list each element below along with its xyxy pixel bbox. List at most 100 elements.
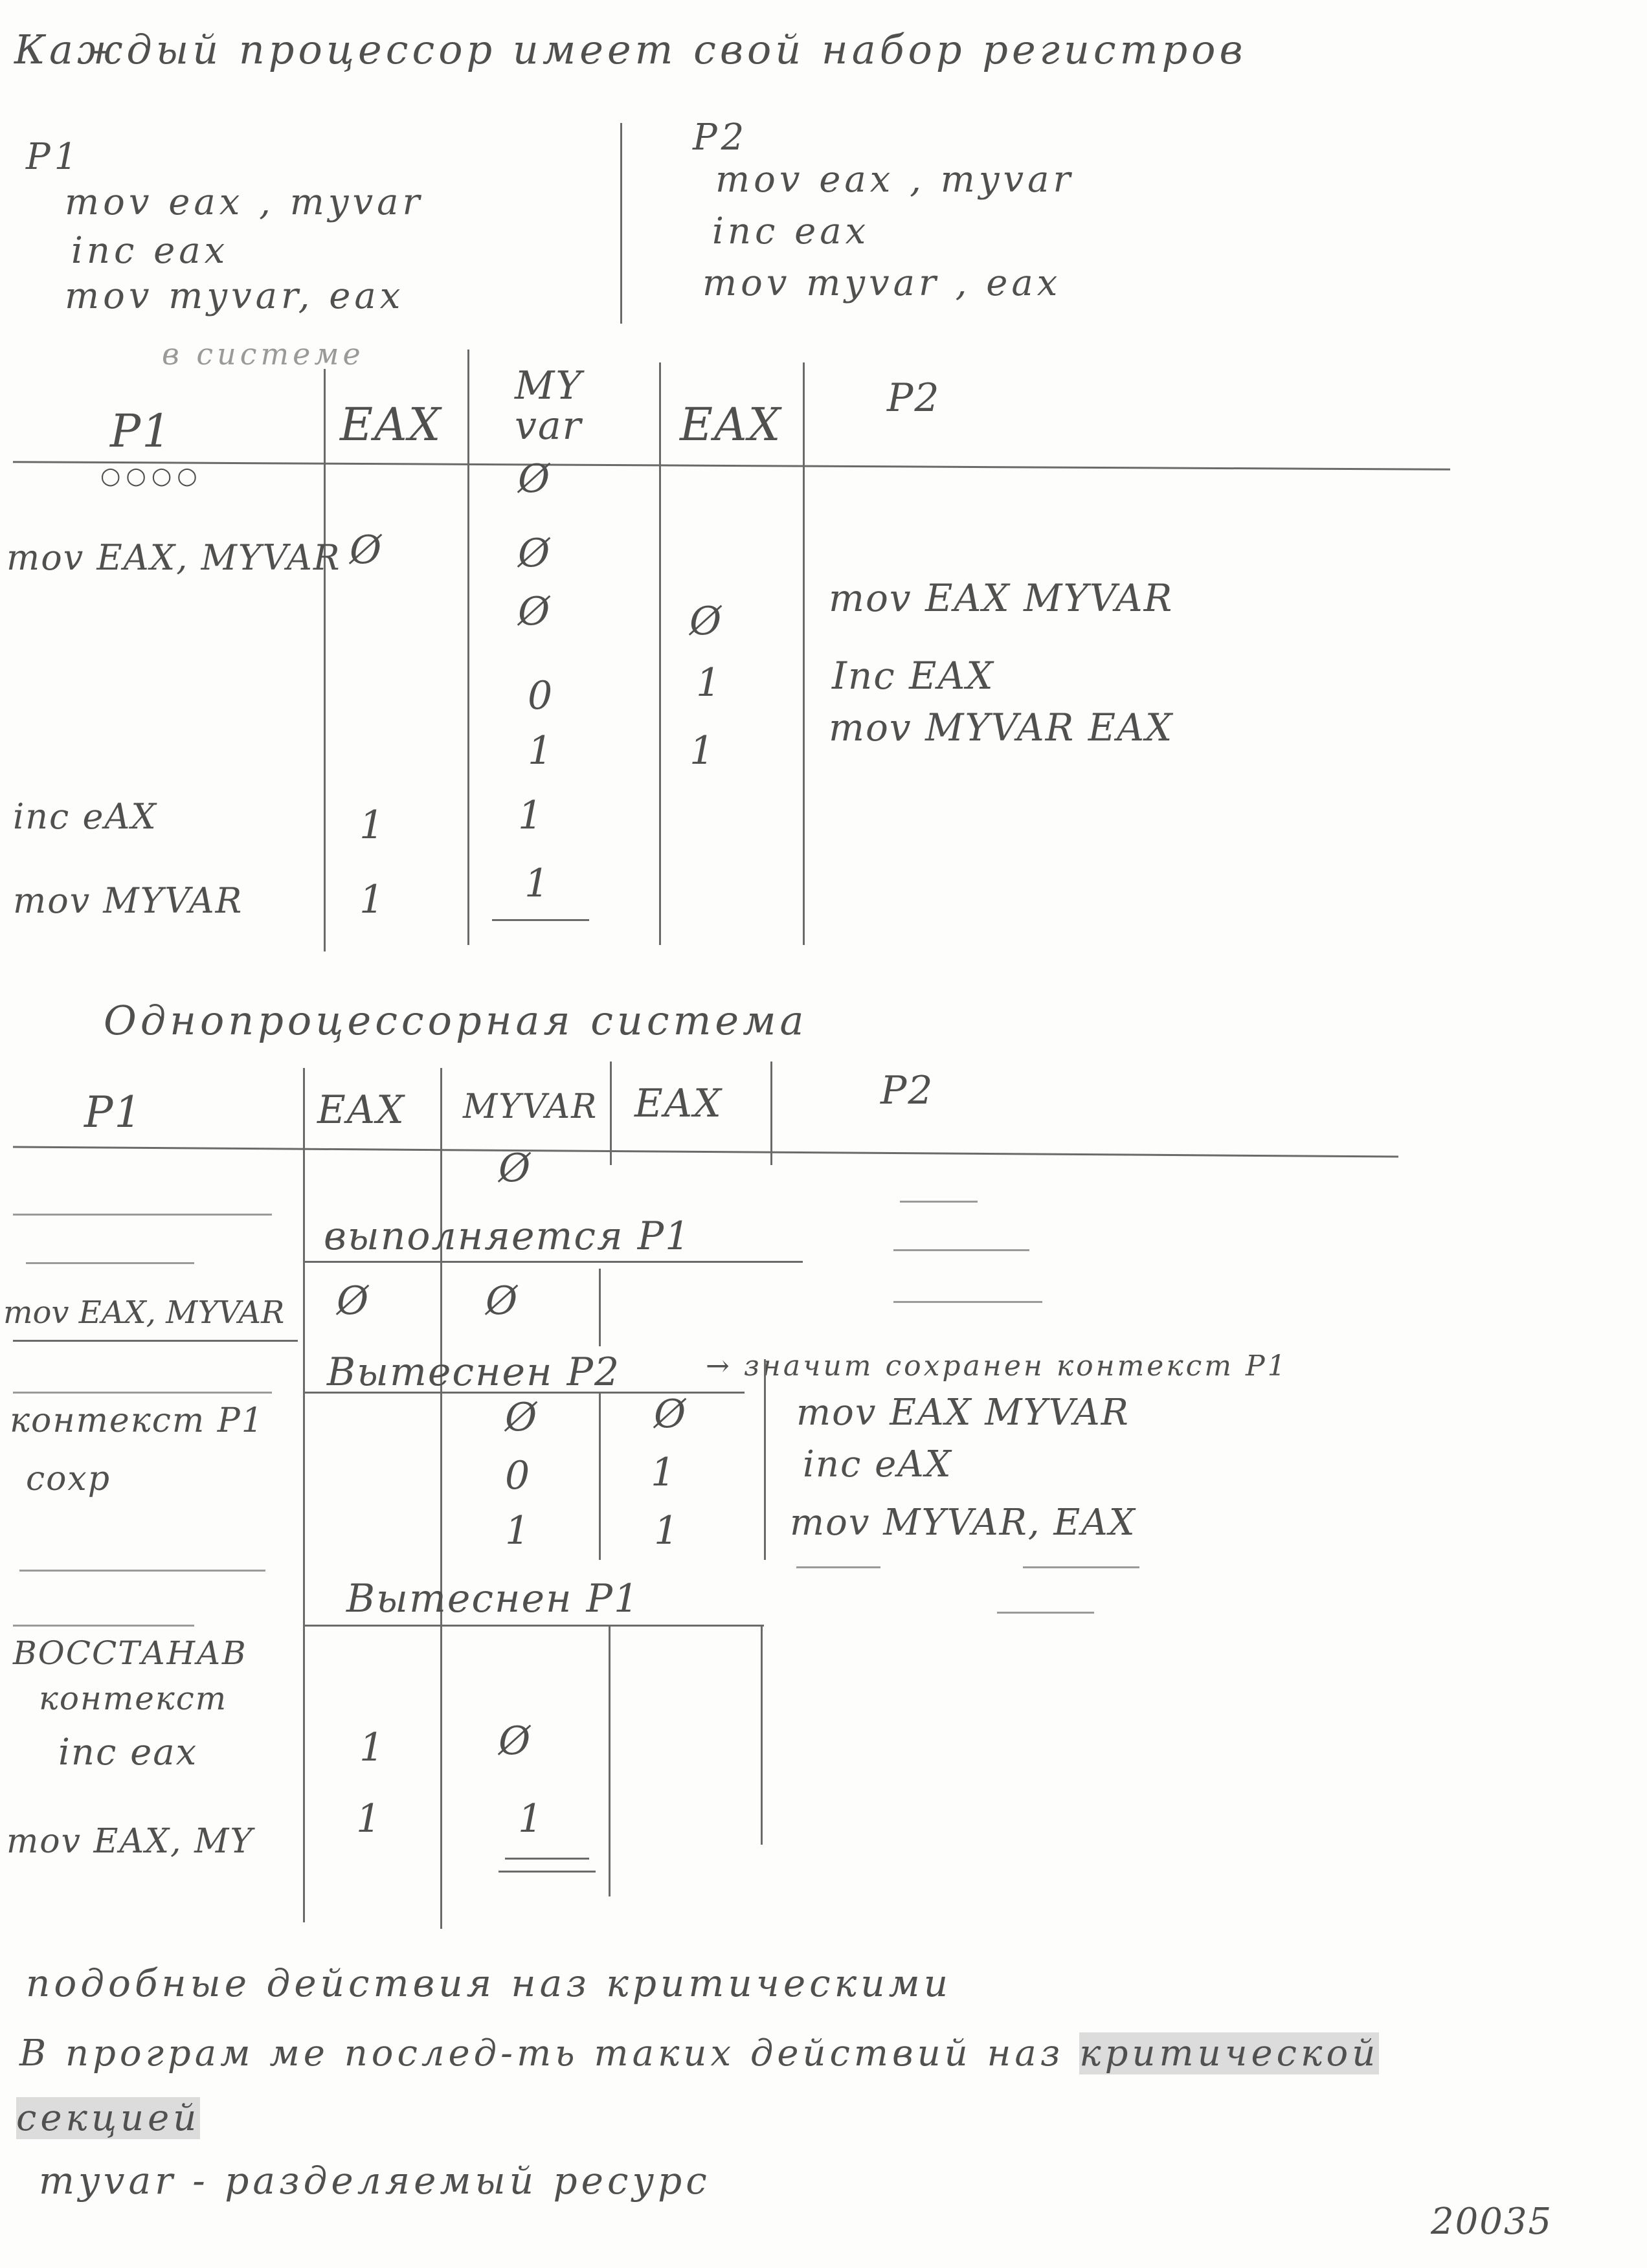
table2-cell-p2: mov MYVAR, EAX [790,1502,1136,1544]
table2-cell-p1: контекст [39,1680,228,1717]
table1-cell-p2: mov EAX MYVAR [829,576,1174,620]
table2-banner-preempt1: Вытеснен P2 [327,1350,621,1395]
table2-header-p2: P2 [880,1068,934,1113]
table1-col-divider [803,362,805,945]
table2-dash [1023,1566,1139,1568]
table2-header-p1: P1 [84,1087,143,1137]
table1-col-divider [467,350,469,945]
table2-col-divider [303,1068,305,1922]
table2-banner-preempt2: Вытеснен P1 [346,1576,640,1621]
table1-cell-myvar: Ø [518,589,552,634]
table2-header-rule [13,1146,1398,1158]
table2-banner-rule [304,1392,745,1394]
table1-cell-myvar: 1 [528,728,554,773]
table2-dash [26,1262,194,1264]
table1-dots: ○○○○ [100,463,203,489]
table2-cell-p1: ВОССТАНАВ [13,1634,247,1672]
notes-line: В програм ме послед-ть таких действий на… [19,2032,1380,2074]
table2-header-myvar: MYVAR [463,1087,598,1126]
code-p2-line: mov myvar , eax [702,262,1062,304]
table1-header-rule [13,461,1450,471]
table2-cell-p1: mov EAX, MY [6,1822,254,1861]
table2-dash [900,1201,978,1203]
code-p2-label: P2 [693,117,748,159]
table1-cell-p1: mov MYVAR [13,880,243,921]
table1-cell-eax2: 1 [689,728,716,773]
table2-cell-p2: inc eAX [803,1443,952,1485]
table2-banner-rule [304,1625,764,1627]
table2-cell-myvar: 0 [505,1453,532,1498]
table2-header-eax2: EAX [634,1081,723,1126]
table2-dash [893,1249,1029,1251]
code-p1-line: mov myvar, eax [65,275,405,317]
table1-cell-p2: mov MYVAR EAX [829,706,1174,750]
table1-cell-eax1: Ø [350,528,383,573]
table2-dash [13,1625,194,1627]
table2-dash [893,1301,1042,1303]
table2-col-divider [610,1062,612,1165]
table2-dash [13,1214,272,1216]
table2-col-divider [770,1062,772,1165]
notes-line-text: В програм ме послед-ть таких действий на… [19,2032,1064,2074]
code-p2-line: inc eax [712,210,870,252]
table2-cell-eax2: 1 [654,1508,680,1553]
table1-col-divider [324,369,326,951]
table2-rule [13,1340,298,1342]
page-number: 20035 [1431,2201,1553,2243]
table1-header-p2: P2 [887,375,941,421]
table2-col-divider [761,1625,763,1845]
table1-header-myvar: MY var [515,363,583,449]
table2-cell-myvar: Ø [499,1718,532,1764]
table1-cell-eax1: 1 [359,803,386,848]
table2-cell-p1: сохр [26,1460,111,1498]
table1-header-eax1: EAX [340,398,442,451]
table1-cell-myvar: Ø [518,531,552,576]
table1-header-eax2: EAX [680,398,782,451]
table2-col-divider [609,1625,611,1896]
table2-dash [13,1392,272,1394]
table2-title: Однопроцессорная система [104,997,808,1044]
table1-cell-p2: Inc EAX [832,654,994,698]
table2-cell-eax2: Ø [654,1392,688,1437]
notes-line: подобные действия наз критическими [26,1961,952,2005]
table2-col-divider [599,1392,601,1560]
table2-dash [997,1612,1094,1614]
table2-cell-eax1: Ø [337,1278,370,1324]
highlighted-term: секцией [16,2097,201,2139]
table2-cell-myvar: Ø [505,1395,539,1440]
code-p1-line: mov eax , myvar [65,181,424,223]
table1-cell-p1: mov EAX, MYVAR [6,537,341,578]
table2-banner-note: → значит сохранен контекст P1 [706,1350,1288,1383]
code-p2-line: mov eax , myvar [715,159,1075,201]
table1-cell-eax1: 1 [359,877,386,922]
table2-cell-eax1: 1 [359,1725,386,1770]
table2-dash [796,1566,880,1568]
table2-cell-p1: контекст P1 [10,1401,264,1440]
table1-cell-eax2: 1 [696,660,723,706]
table2-header-eax1: EAX [317,1087,405,1133]
table1-cell-myvar: Ø [518,456,552,502]
table2-underline [499,1871,596,1873]
table1-underline [492,919,589,921]
table2-underline [505,1858,589,1860]
notes-line: секцией [16,2097,201,2139]
code-p1-label: P1 [26,136,82,178]
table2-cell-p2: mov EAX MYVAR [796,1392,1130,1434]
table1-header-p1: P1 [110,405,172,458]
code-divider [620,123,622,324]
table2-col-divider [599,1269,601,1346]
table2-banner-rule [304,1261,803,1263]
table2-col-divider [440,1068,442,1929]
table2-col-divider [764,1359,766,1560]
table2-cell-eax2: 1 [651,1450,677,1495]
table1-col-divider [659,362,661,945]
table2-cell-myvar: 1 [505,1508,532,1553]
highlighted-term: критической [1079,2032,1380,2074]
table2-cell-eax1: 1 [356,1796,383,1841]
table2-banner-running: выполняется P1 [324,1214,691,1259]
table1-margin-note: в системе [162,337,364,372]
table2-dash [19,1570,265,1572]
table1-cell-p1: inc eAX [13,796,157,837]
table2-cell-myvar: 1 [518,1796,544,1841]
table1-cell-myvar: 0 [528,673,554,718]
